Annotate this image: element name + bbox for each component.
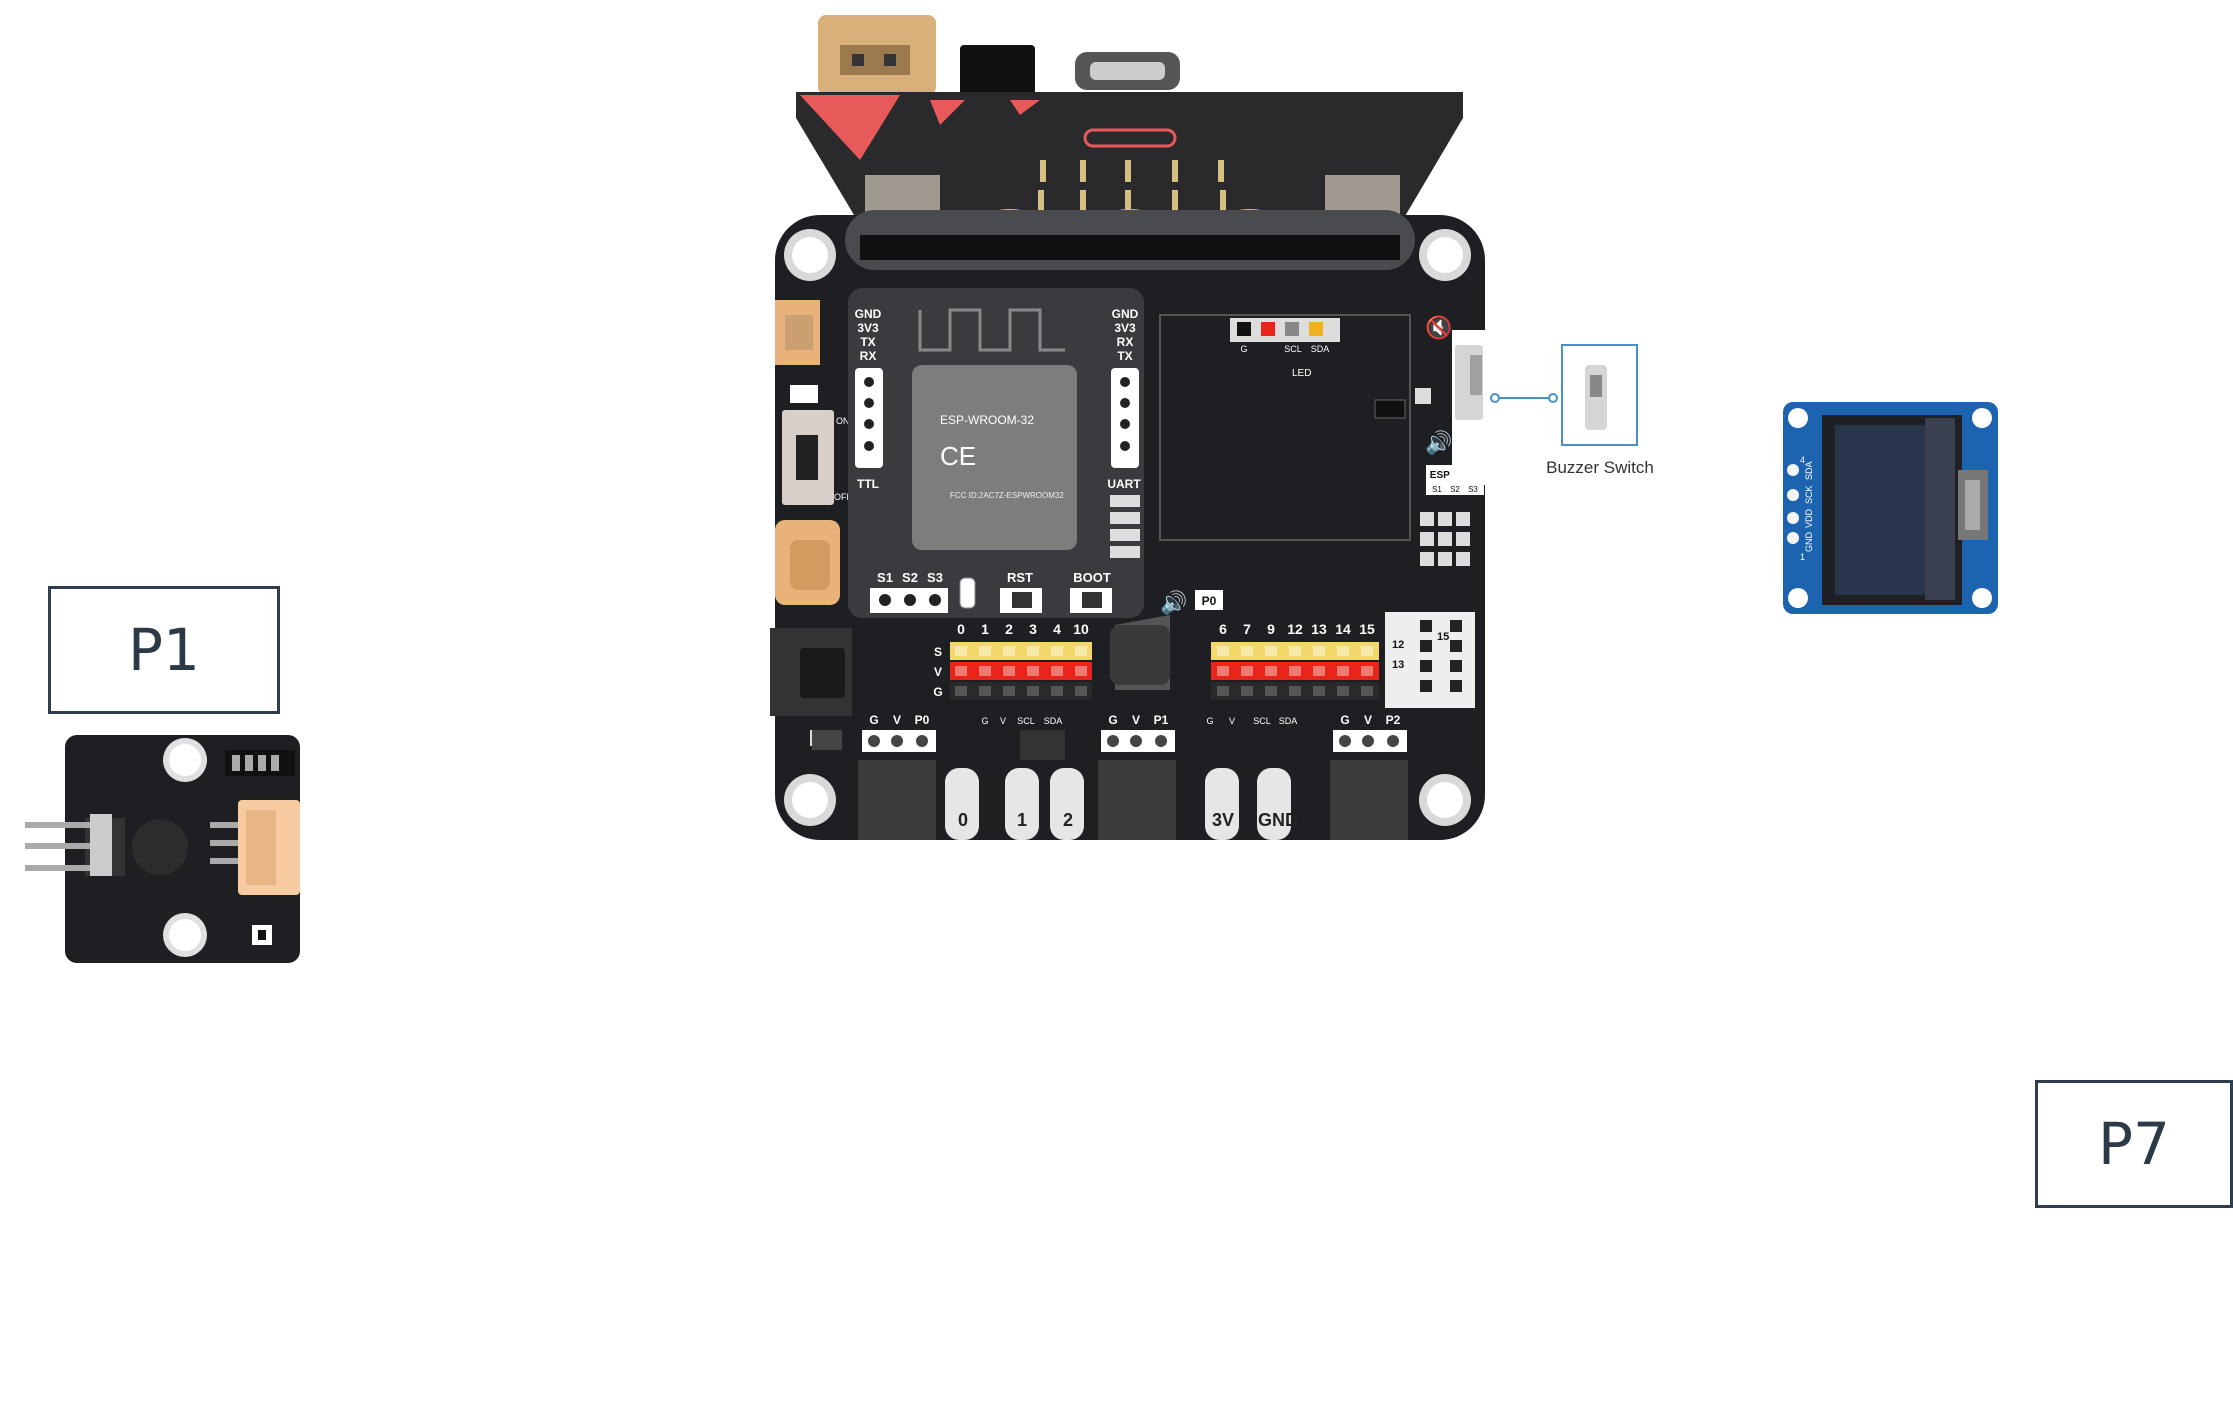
oled-pin-num-4: 4: [1800, 455, 1805, 465]
pin-num-3: 3: [1029, 621, 1037, 637]
gvp1-g: G: [1108, 713, 1117, 727]
gvp0-v: V: [893, 713, 901, 727]
p1-ir-sensor: [132, 819, 188, 875]
fcc-text: FCC ID:2AC7Z-ESPWROOM32: [950, 491, 1064, 500]
pin-header-right: [1211, 642, 1379, 700]
buzzer-switch-label: Buzzer Switch: [1546, 458, 1654, 477]
pin-num-4: 4: [1053, 621, 1061, 637]
speaker-icon: 🔊: [1425, 429, 1452, 456]
i2c-right-g: G: [1206, 716, 1213, 726]
gvs-g: G: [933, 685, 942, 699]
led-label: LED: [1292, 368, 1311, 379]
oled-pin-sck: SCK: [1804, 485, 1814, 504]
hdr-left-tx: TX: [860, 335, 875, 349]
edge-2: 2: [1063, 810, 1073, 830]
p1-sensor-module: [25, 735, 300, 963]
btn-rst-label: RST: [1007, 570, 1033, 585]
mute-icon: 🔇: [1425, 315, 1452, 340]
ttl-label: TTL: [857, 477, 879, 491]
pin-num-6: 6: [1219, 621, 1227, 637]
pin-num-13: 13: [1311, 621, 1327, 637]
edge-0: 0: [958, 810, 968, 830]
gvp0-p0: P0: [915, 713, 930, 727]
pin-num-7: 7: [1243, 621, 1251, 637]
label-box-p1: P1: [48, 586, 280, 714]
i2c-left-g: G: [981, 716, 988, 726]
oled-pin-sda: SDA: [1804, 461, 1814, 480]
uart-label: UART: [1107, 477, 1141, 491]
i2c-right-scl: SCL: [1253, 716, 1271, 726]
pin-num-0: 0: [957, 621, 965, 637]
i2c-top-scl: SCL: [1284, 344, 1302, 354]
svg-text:CE: CE: [940, 441, 976, 471]
pin-num-15: 15: [1359, 621, 1375, 637]
edge-gnd: GND: [1258, 810, 1298, 830]
pin-num-2: 2: [1005, 621, 1013, 637]
btn-s3-label: S3: [927, 570, 943, 585]
side-pin-header: 12 13 15: [1385, 612, 1475, 708]
i2c-right-sda: SDA: [1279, 716, 1298, 726]
pin-header-left: [950, 642, 1092, 700]
pin-num-10: 10: [1073, 621, 1089, 637]
speaker-icon-2: 🔊: [1160, 589, 1187, 616]
pin-num-12: 12: [1287, 621, 1303, 637]
btn-s1-label: S1: [877, 570, 893, 585]
btn-boot-label: BOOT: [1073, 570, 1111, 585]
edge-3v: 3V: [1212, 810, 1234, 830]
reset-button: [960, 45, 1035, 100]
module-name: ESP-WROOM-32: [940, 413, 1034, 427]
i2c-right-v: V: [1229, 716, 1235, 726]
i2c-left-v: V: [1000, 716, 1006, 726]
p0-label: P0: [1202, 594, 1217, 608]
gvp2-p2: P2: [1386, 713, 1401, 727]
buzzer-switch-callout: Buzzer Switch: [1452, 330, 1657, 485]
btn-s2-label: S2: [902, 570, 918, 585]
gvp0-g: G: [869, 713, 878, 727]
i2c-top-sda: SDA: [1311, 344, 1330, 354]
label-p7: P7: [2098, 1110, 2170, 1178]
i2c-left-scl: SCL: [1017, 716, 1035, 726]
oled-pin-vdd: VDD: [1804, 508, 1814, 528]
pin-num-14: 14: [1335, 621, 1351, 637]
oled-pin-num-1: 1: [1800, 552, 1805, 562]
side-pin-12: 12: [1392, 639, 1404, 651]
i2c-left-sda: SDA: [1044, 716, 1063, 726]
pin-num-9: 9: [1267, 621, 1275, 637]
oled-display: GND VDD SCK SDA 1 4: [1783, 402, 1998, 614]
edge-1: 1: [1017, 810, 1027, 830]
gvs-s: S: [934, 645, 942, 659]
expansion-board: ON OFF ESP-WROOM-32 CE FCC ID:2AC7Z-ESPW…: [770, 210, 1485, 840]
gvs-v: V: [934, 665, 942, 679]
gvp1-v: V: [1132, 713, 1140, 727]
label-box-p7: P7: [2035, 1080, 2233, 1208]
i2c-top-g: G: [1240, 344, 1247, 354]
servo-s3: S3: [1468, 485, 1478, 494]
gvp1-p1: P1: [1154, 713, 1169, 727]
on-label: ON: [836, 416, 850, 426]
servo-s2: S2: [1450, 485, 1460, 494]
servo-s1: S1: [1432, 485, 1442, 494]
hdr-left-gnd: GND: [855, 307, 882, 321]
side-pin-15: 15: [1437, 631, 1449, 643]
esp32-shield: [912, 365, 1077, 550]
hdr-right-rx: RX: [1117, 335, 1134, 349]
hdr-right-tx: TX: [1117, 349, 1132, 363]
hdr-right-gnd: GND: [1112, 307, 1139, 321]
buzzer: [1110, 625, 1170, 685]
hdr-right-3v3: 3V3: [1114, 321, 1136, 335]
off-label: OFF: [834, 492, 852, 502]
pin-num-1: 1: [981, 621, 989, 637]
gvp2-v: V: [1364, 713, 1372, 727]
hdr-left-3v3: 3V3: [857, 321, 879, 335]
gvp2-g: G: [1340, 713, 1349, 727]
hdr-left-rx: RX: [860, 349, 877, 363]
label-p1: P1: [128, 616, 200, 684]
side-pin-13: 13: [1392, 659, 1404, 671]
oled-pin-gnd: GND: [1804, 532, 1814, 553]
